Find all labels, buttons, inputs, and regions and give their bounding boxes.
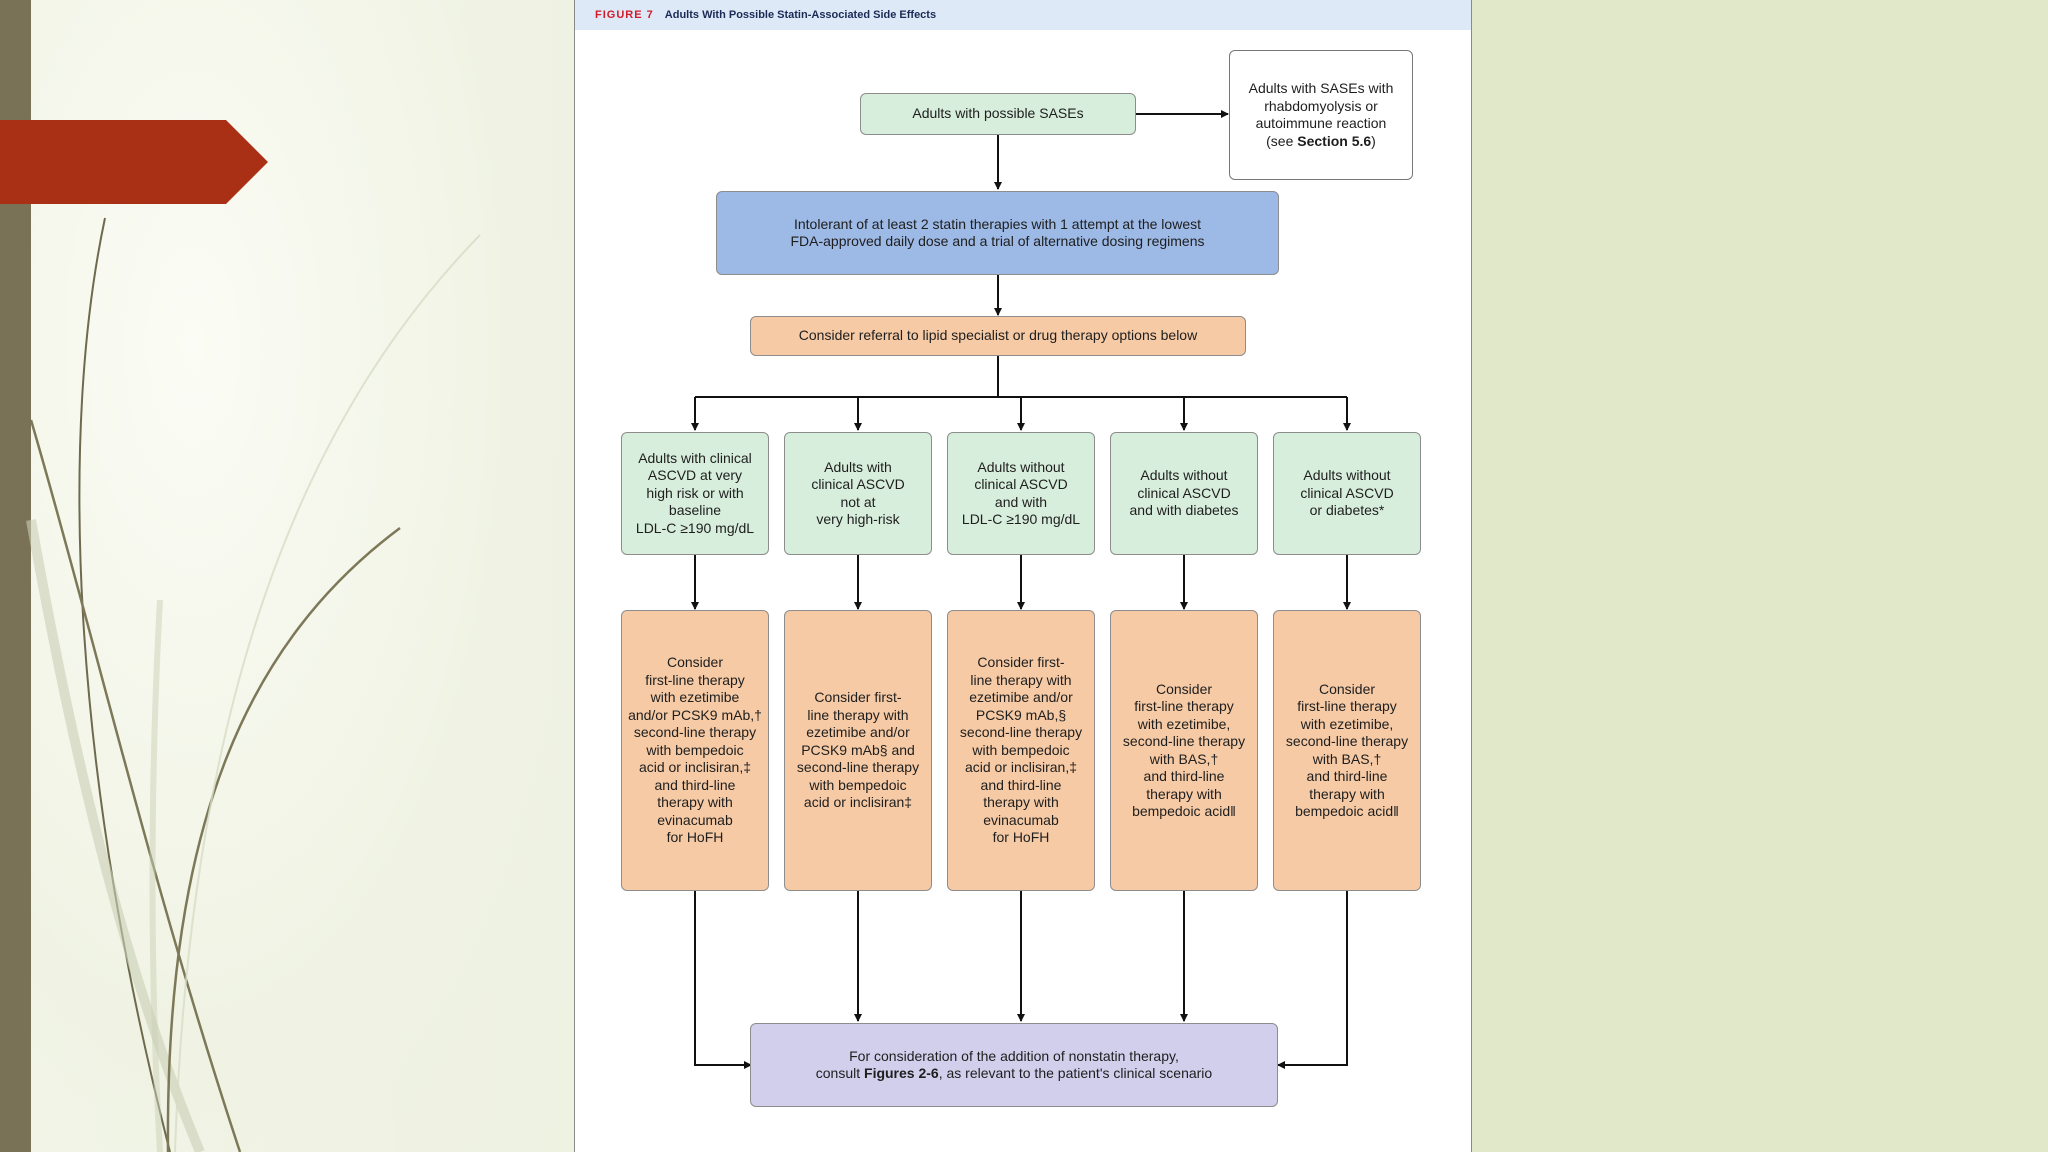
node-group-ldl-190: Adults without clinical ASCVD and with L…	[947, 432, 1095, 555]
node-group-no-diabetes: Adults without clinical ASCVD or diabete…	[1273, 432, 1421, 555]
node-group-very-high-risk: Adults with clinical ASCVD at very high …	[621, 432, 769, 555]
node-group-not-very-high-risk: Adults with clinical ASCVD not at very h…	[784, 432, 932, 555]
figure-panel: FIGURE 7 Adults With Possible Statin-Ass…	[574, 0, 1472, 1152]
node-possible-sases: Adults with possible SASEs	[860, 93, 1136, 135]
node-therapy-no-diabetes: Consider first-line therapy with ezetimi…	[1273, 610, 1421, 891]
node-nonstatin-consideration: For consideration of the addition of non…	[750, 1023, 1278, 1107]
node-therapy-not-very-high-risk: Consider first- line therapy with ezetim…	[784, 610, 932, 891]
node-therapy-ldl-190: Consider first- line therapy with ezetim…	[947, 610, 1095, 891]
node-rhabdomyolysis: Adults with SASEs with rhabdomyolysis or…	[1229, 50, 1413, 180]
node-rhabdomyolysis-text: Adults with SASEs with rhabdomyolysis or…	[1248, 80, 1394, 149]
figure-title: Adults With Possible Statin-Associated S…	[664, 9, 937, 21]
arrow-therapy-5-to-final	[1277, 891, 1348, 1069]
node-group-diabetes: Adults without clinical ASCVD and with d…	[1110, 432, 1258, 555]
node-nonstatin-consideration-text: For consideration of the addition of non…	[815, 1047, 1213, 1082]
figure-header: FIGURE 7 Adults With Possible Statin-Ass…	[575, 0, 1471, 30]
figure-label: FIGURE 7	[595, 9, 654, 21]
node-possible-sases-text: Adults with possible SASEs	[912, 105, 1084, 122]
node-therapy-very-high-risk: Consider first-line therapy with ezetimi…	[621, 610, 769, 891]
node-consider-referral-text: Consider referral to lipid specialist or…	[798, 327, 1198, 344]
flowchart-connectors	[691, 110, 1351, 1069]
slide-right-panel	[1470, 0, 2048, 1152]
node-statin-intolerant-text: Intolerant of at least 2 statin therapie…	[790, 215, 1205, 250]
node-therapy-diabetes: Consider first-line therapy with ezetimi…	[1110, 610, 1258, 891]
slide-arrow-tab	[0, 120, 268, 204]
node-statin-intolerant: Intolerant of at least 2 statin therapie…	[716, 191, 1279, 275]
arrow-therapy-1-to-final	[694, 891, 752, 1069]
node-consider-referral: Consider referral to lipid specialist or…	[750, 316, 1246, 356]
decorative-swoosh	[26, 217, 481, 1152]
